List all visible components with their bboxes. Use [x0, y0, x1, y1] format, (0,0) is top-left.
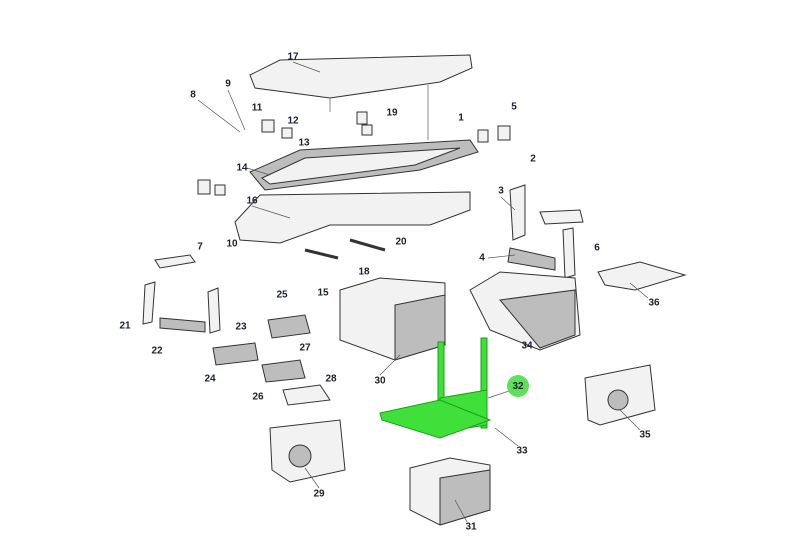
- callout-21: 21: [119, 320, 131, 332]
- callout-27: 27: [299, 342, 311, 354]
- callout-5: 5: [511, 101, 517, 113]
- callout-23: 23: [235, 321, 247, 333]
- part-32-highlighted: [379, 337, 492, 439]
- callout-19: 19: [386, 107, 398, 119]
- callout-28: 28: [325, 373, 337, 385]
- callout-31: 31: [465, 521, 477, 533]
- callout-20: 20: [395, 236, 407, 248]
- callout-7: 7: [197, 241, 203, 253]
- callout-2: 2: [530, 153, 536, 165]
- callout-16: 16: [246, 195, 258, 207]
- callout-3: 3: [498, 185, 504, 197]
- callout-1: 1: [458, 112, 464, 124]
- callout-35: 35: [639, 429, 651, 441]
- part-36: [597, 261, 687, 291]
- callout-15: 15: [317, 287, 329, 299]
- callout-25: 25: [276, 289, 288, 301]
- callout-11: 11: [251, 102, 263, 114]
- callout-14: 14: [236, 162, 248, 174]
- callout-12: 12: [287, 115, 299, 127]
- callout-24: 24: [204, 373, 216, 385]
- callout-13: 13: [298, 137, 310, 149]
- callout-9: 9: [225, 78, 231, 90]
- callout-33: 33: [516, 445, 528, 457]
- callout-32-highlighted: 32: [507, 375, 529, 397]
- callout-10: 10: [226, 238, 238, 250]
- callout-36: 36: [648, 297, 660, 309]
- part-17: [249, 54, 473, 99]
- part-16: [234, 191, 471, 244]
- callout-18: 18: [358, 266, 370, 278]
- callout-29: 29: [313, 488, 325, 500]
- callout-4: 4: [479, 252, 485, 264]
- callout-34: 34: [521, 340, 533, 352]
- callout-8: 8: [190, 89, 196, 101]
- callout-22: 22: [151, 345, 163, 357]
- callout-17: 17: [287, 51, 299, 63]
- callout-30: 30: [374, 375, 386, 387]
- callout-6: 6: [594, 242, 600, 254]
- callout-26: 26: [252, 391, 264, 403]
